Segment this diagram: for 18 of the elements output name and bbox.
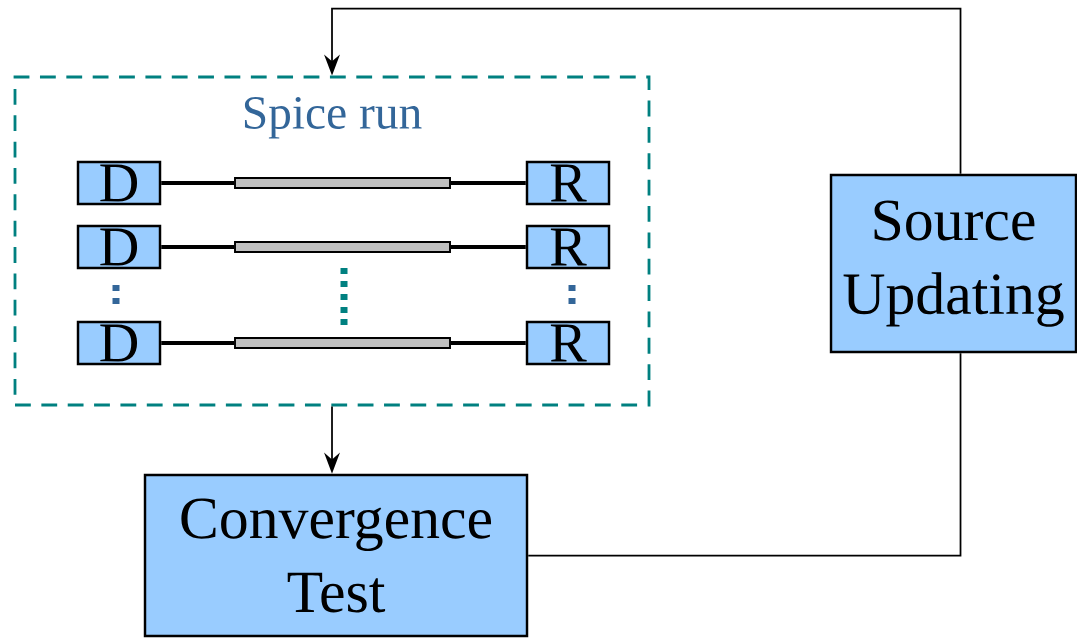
process-box: Source Updating [829, 173, 1077, 354]
wire [450, 340, 526, 346]
process-box: D [76, 320, 162, 366]
wire [450, 244, 526, 250]
wire [161, 244, 235, 250]
process-box: Convergence Test [143, 473, 529, 638]
transmission-line-bar [234, 177, 451, 189]
process-box: R [525, 224, 611, 270]
process-box: R [525, 320, 611, 366]
wire [450, 180, 526, 186]
process-box: D [76, 160, 162, 206]
wire [161, 340, 235, 346]
transmission-line-bar [234, 241, 451, 253]
process-box: R [525, 160, 611, 206]
transmission-line-bar [234, 337, 451, 349]
process-box: D [76, 224, 162, 270]
wire [161, 180, 235, 186]
connector-line [527, 352, 962, 557]
